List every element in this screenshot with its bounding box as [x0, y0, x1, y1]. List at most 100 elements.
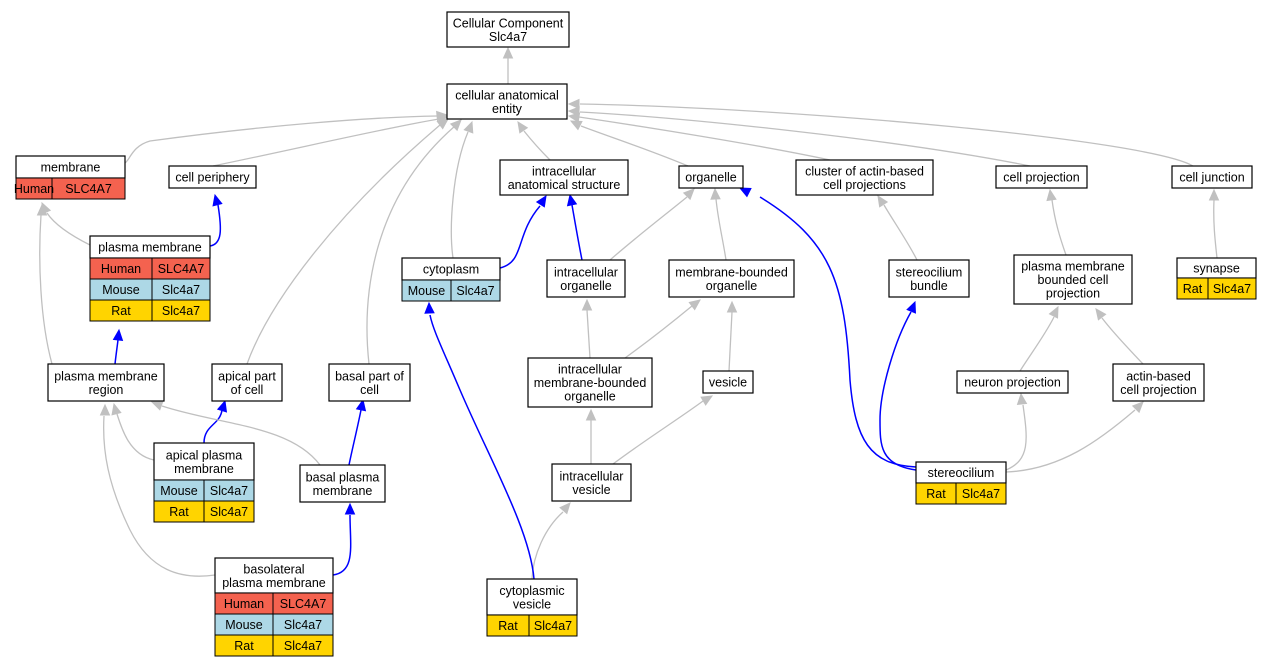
edge-cytoplasm-to-cae	[450, 120, 474, 259]
node-label: Cellular Component	[453, 16, 564, 30]
arrowhead-icon	[1095, 308, 1107, 321]
gene-label: Slc4a7	[1213, 282, 1251, 296]
arrowhead-icon	[585, 408, 597, 421]
node-neuron-projection[interactable]: neuron projection	[956, 370, 1069, 394]
node-label: neuron projection	[964, 376, 1061, 390]
arrowhead-icon	[424, 301, 435, 314]
gene-label: Slc4a7	[210, 484, 248, 498]
node-label: cytoplasmic	[499, 584, 564, 598]
edge-organelle-to-cae	[569, 120, 689, 167]
node-box	[546, 259, 626, 298]
edge-line	[728, 311, 733, 372]
edge-membrane-to-cae	[124, 110, 449, 164]
node-label: organelle	[706, 279, 757, 293]
node-cell-periphery[interactable]: cell periphery	[168, 165, 257, 189]
edge-stereocilium-to-actin_projection	[1005, 401, 1144, 473]
node-box	[888, 259, 970, 298]
node-box	[168, 165, 257, 189]
edge-basal_pm-to-basal_part	[348, 398, 367, 466]
edge-line	[429, 314, 535, 580]
edge-line	[212, 118, 440, 167]
gene-label: Slc4a7	[162, 283, 200, 297]
edge-line	[124, 115, 438, 164]
edge-apical_pm-to-pm_region	[111, 402, 155, 461]
arrowhead-icon	[1208, 188, 1220, 201]
node-organelle[interactable]: organelle	[678, 165, 744, 189]
node-box	[328, 363, 411, 402]
edge-stereocilium-to-organelle	[738, 187, 917, 468]
node-box	[668, 259, 795, 298]
edge-pmbcp-to-cell_projection	[1046, 188, 1067, 256]
species-label: Rat	[169, 505, 189, 519]
node-label: basolateral	[243, 562, 304, 576]
arrowhead-icon	[567, 98, 580, 110]
arrowhead-icon	[1048, 305, 1059, 319]
edge-cytoplasmic_vesicle-to-intracellular_vesicle	[531, 502, 571, 580]
edge-line	[883, 204, 918, 261]
edge-cae-to-root	[502, 46, 514, 84]
arrowhead-icon	[566, 193, 578, 207]
gene-cell	[51, 177, 126, 200]
node-label: membrane-bounded	[675, 265, 788, 279]
arrowhead-icon	[502, 46, 514, 59]
node-label: region	[89, 383, 124, 397]
edge-line	[586, 309, 591, 359]
edge-line	[609, 196, 688, 261]
node-label: entity	[492, 102, 523, 116]
node-cell-projection[interactable]: cell projection	[995, 165, 1088, 189]
arrowhead-icon	[112, 328, 124, 341]
edge-basolateral_pm-to-basal_pm	[332, 502, 356, 576]
gene-label: Slc4a7	[456, 284, 494, 298]
edge-imbo-to-intracellular_organelle	[581, 298, 593, 359]
edge-line	[578, 116, 831, 161]
edge-line	[332, 514, 352, 576]
gene-cell	[955, 482, 1007, 505]
node-cell-junction[interactable]: cell junction	[1171, 165, 1253, 189]
arrowhead-icon	[688, 299, 701, 311]
species-label: Human	[224, 597, 264, 611]
edge-line	[523, 130, 551, 161]
node-box	[153, 442, 255, 481]
node-box	[299, 464, 386, 503]
node-label: vesicle	[513, 597, 551, 611]
arrowhead-icon	[738, 187, 752, 198]
gene-label: SLC4A7	[280, 597, 327, 611]
arrowhead-icon	[535, 194, 547, 208]
node-label: cytoplasm	[423, 263, 479, 277]
node-label: intracellular	[554, 265, 618, 279]
species-label: Mouse	[225, 618, 263, 632]
edge-line	[579, 103, 1194, 167]
gene-cell	[272, 634, 334, 657]
edge-intracellular_organelle-to-ias	[566, 193, 583, 261]
arrowhead-icon	[581, 298, 593, 311]
node-label: cell projection	[1120, 383, 1196, 397]
gene-label: SLC4A7	[158, 262, 205, 276]
node-vesicle[interactable]: vesicle	[702, 370, 754, 394]
edge-line	[759, 196, 917, 468]
node-box	[551, 463, 632, 502]
edge-stereocilium-to-stereocilium_bundle	[879, 300, 917, 471]
